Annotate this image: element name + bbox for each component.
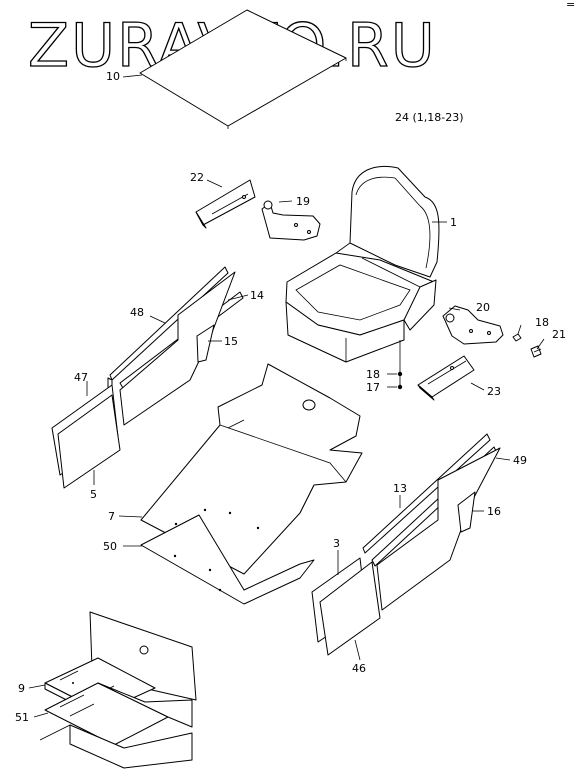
- callout-10: 10: [106, 70, 120, 83]
- callout-51: 51: [15, 711, 29, 724]
- callout-21: 21: [552, 328, 566, 341]
- callout-13: 13: [393, 482, 407, 495]
- corner-mark: =: [566, 0, 575, 11]
- callout-48: 48: [130, 306, 144, 319]
- seat-mount-fasteners: [397, 340, 403, 390]
- callout-49: 49: [513, 454, 527, 467]
- callout-20: 20: [476, 301, 490, 314]
- part-22-left-armrest: [195, 179, 256, 229]
- callout-47: 47: [74, 371, 88, 384]
- part-15-left-small-pad: [196, 324, 215, 363]
- callout-23: 23: [487, 385, 501, 398]
- part-14-left-insulation: [119, 271, 236, 426]
- part-19-left-bracket: [261, 200, 321, 241]
- assembly-label: 24 (1,18-23): [395, 111, 464, 124]
- part-49-right-insulation: [376, 447, 501, 611]
- part-46-right-lower-insulation: [319, 561, 381, 656]
- callout-1: 1: [450, 216, 457, 229]
- part-5-left-lower-insulation: [57, 394, 121, 489]
- callout-18-right: 18: [535, 316, 549, 329]
- callout-15: 15: [224, 335, 238, 348]
- part-50-floor-mat: [140, 514, 315, 605]
- callout-19: 19: [296, 195, 310, 208]
- callout-3: 3: [333, 537, 340, 550]
- callout-14: 14: [250, 289, 264, 302]
- part-51-rear-floor-insulation: [39, 682, 193, 769]
- part-23-right-armrest: [417, 355, 475, 401]
- callout-16: 16: [487, 505, 501, 518]
- callout-5: 5: [90, 488, 97, 501]
- callout-46: 46: [352, 662, 366, 675]
- part-1-seat: [285, 165, 440, 363]
- callout-50: 50: [103, 540, 117, 553]
- callout-18-under-seat: 18: [366, 368, 380, 381]
- leader-lines: [28, 74, 545, 718]
- callout-17: 17: [366, 381, 380, 394]
- part-20-right-bracket: [442, 305, 504, 345]
- part-16-right-small-pad: [457, 491, 476, 533]
- callout-22: 22: [190, 171, 204, 184]
- callout-7: 7: [108, 510, 115, 523]
- part-18-nut: [512, 333, 522, 342]
- part-21-bolt: [530, 345, 542, 358]
- part-10-roof-mat: [139, 9, 347, 129]
- callout-9: 9: [18, 682, 25, 695]
